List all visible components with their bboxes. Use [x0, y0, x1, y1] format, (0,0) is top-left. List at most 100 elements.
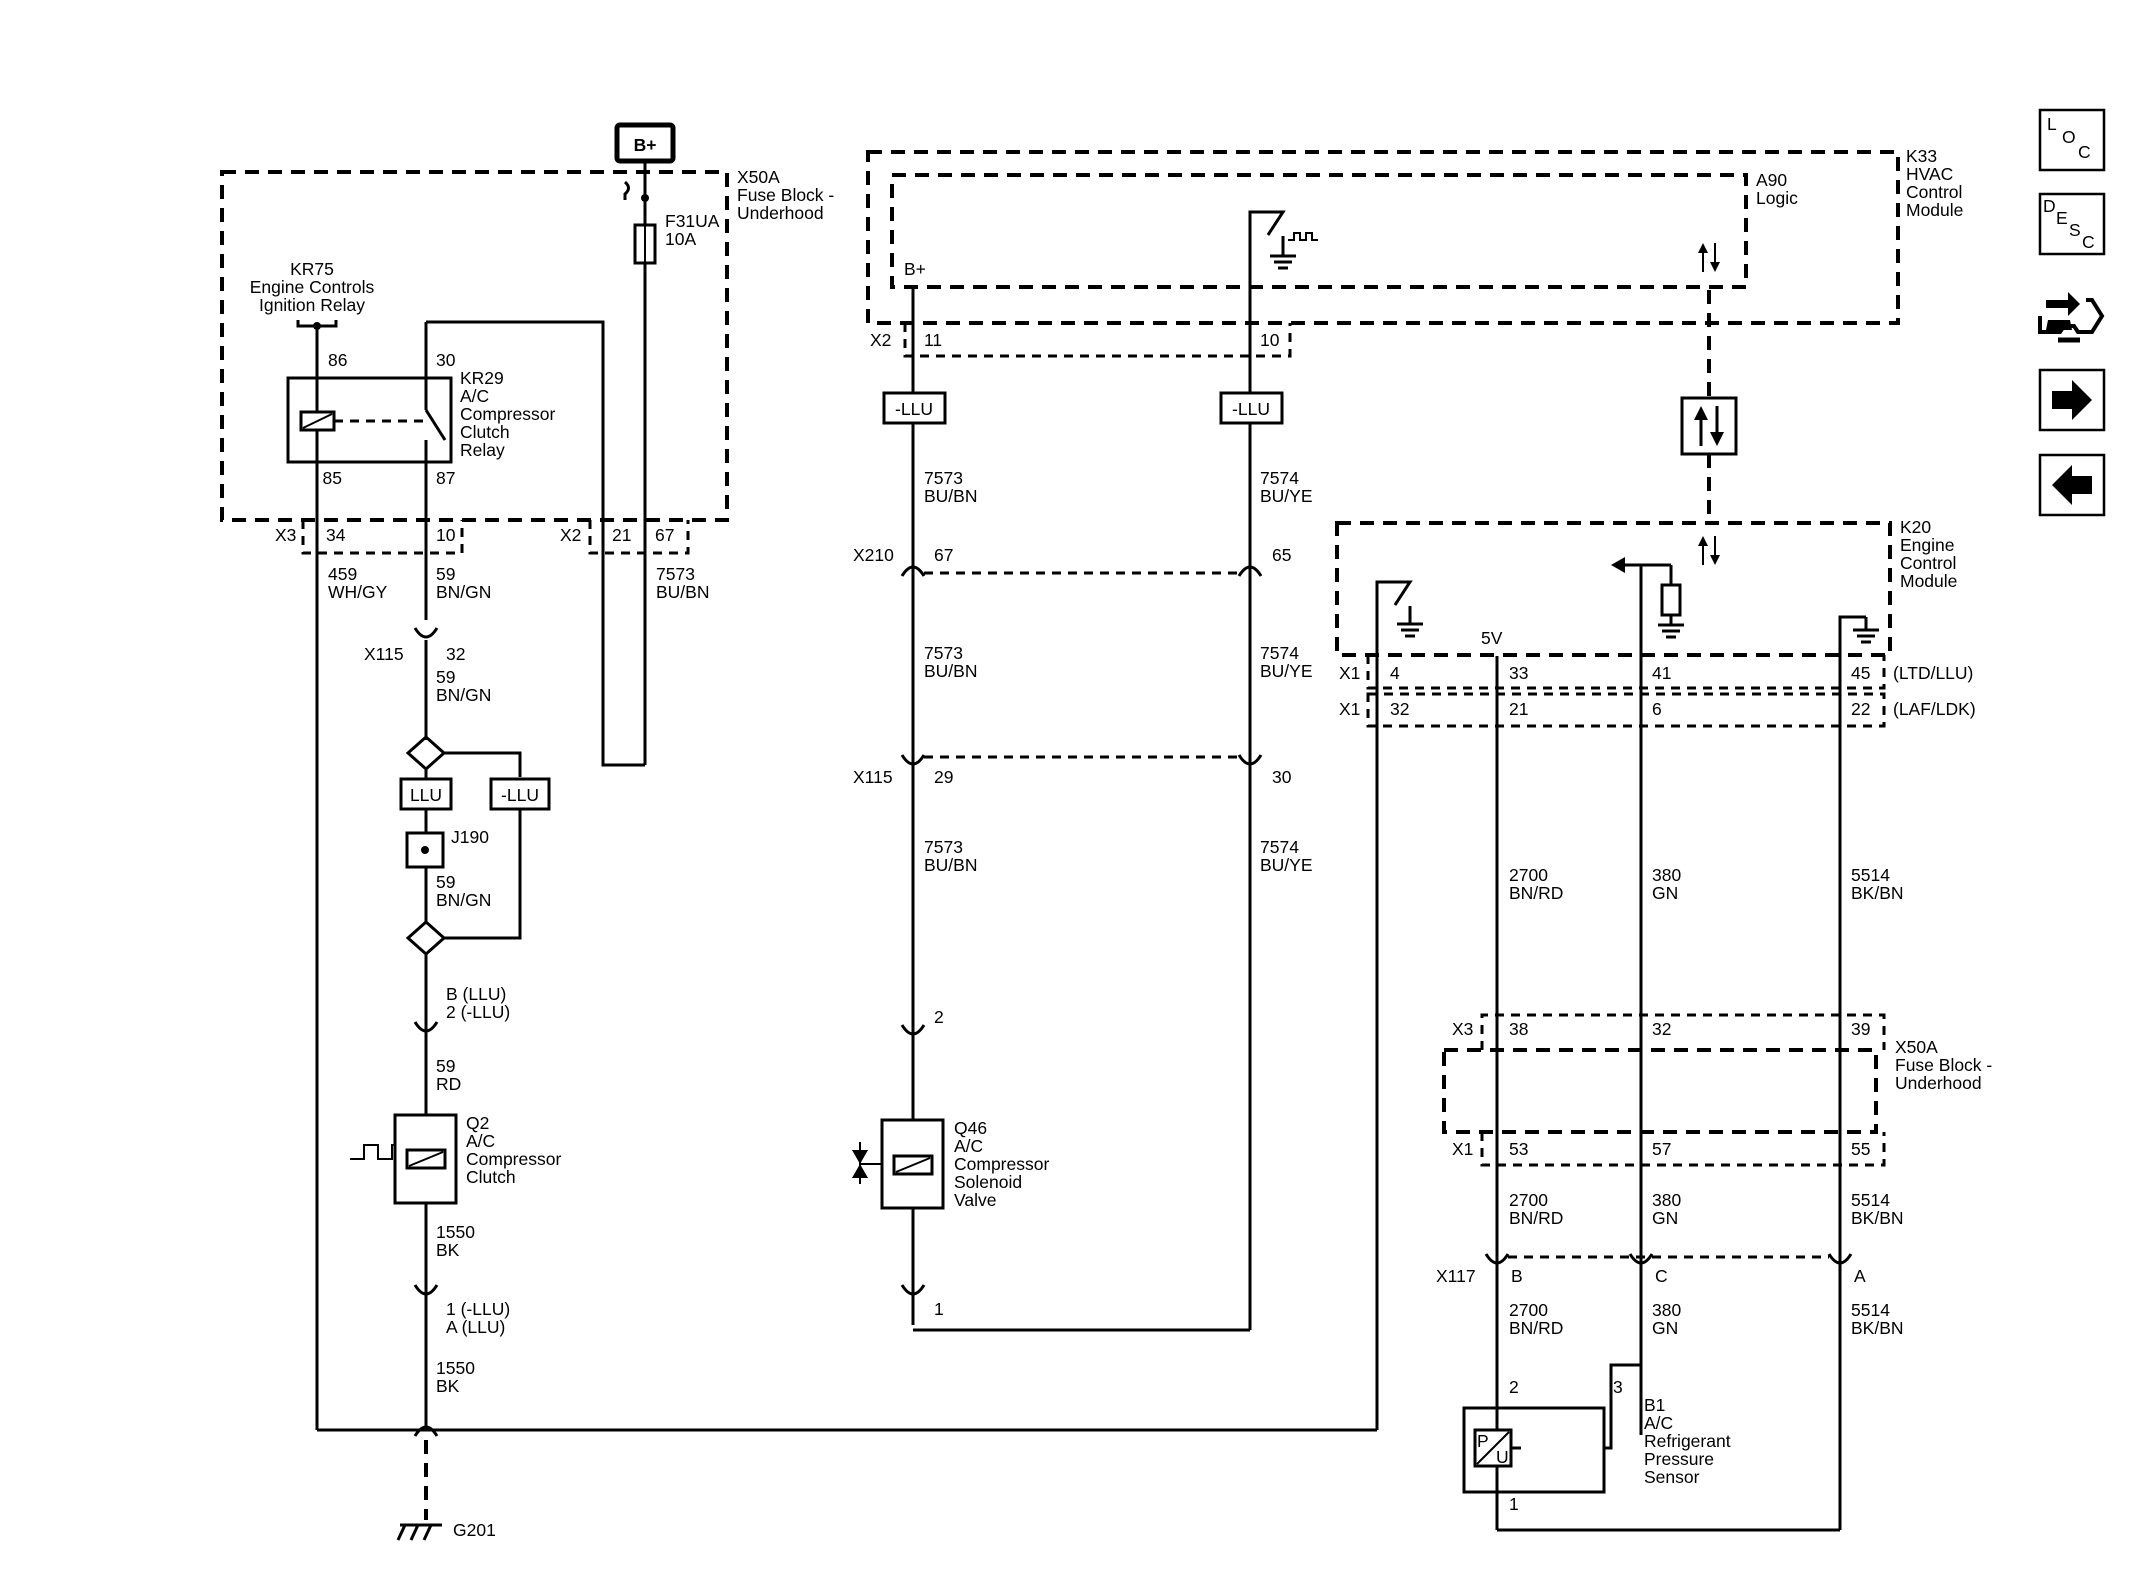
q2-compressor-clutch: Q2 A/C Compressor Clutch 1550 BK 1 (-LLU…: [350, 1113, 561, 1430]
relay-kr29: 85 30 87 KR29 A/C Compressor Clutch Rela…: [286, 322, 555, 488]
x117-p3: A: [1854, 1266, 1866, 1286]
arrow-left-icon[interactable]: [2038, 453, 2106, 517]
wire-59a-num: 59: [436, 564, 455, 584]
w7573-1-color: BU/BN: [924, 486, 977, 506]
w7574-2-num: 7574: [1260, 643, 1299, 663]
b1-sym-p: P: [1477, 1431, 1489, 1451]
q46-l3: Solenoid: [954, 1172, 1022, 1192]
loc-button[interactable]: L O C: [2038, 108, 2106, 172]
q46-solenoid-valve: 2 Q46 A/C Compressor Solenoid Valve 1: [852, 1007, 1049, 1319]
q46-conn-top: 2: [934, 1007, 944, 1027]
x1b-name: X1: [1339, 699, 1360, 719]
x2-left-name: X2: [560, 525, 581, 545]
desc-c1: D: [2043, 196, 2056, 216]
x1b-p1: 32: [1390, 699, 1409, 719]
x3-left-name: X3: [275, 525, 296, 545]
wire-7573-top-color: BU/BN: [656, 582, 709, 602]
x2-left-p1: 21: [612, 525, 631, 545]
x50ar-name: X50A: [1895, 1037, 1938, 1057]
b1-pressure-sensor: P U 2 3 1 B1 A/C Refrigerant Pressure Se…: [1462, 1363, 1840, 1532]
w2700-3-color: BN/RD: [1509, 1318, 1563, 1338]
kr29-pin87: 87: [436, 468, 455, 488]
w5514-3-color: BK/BN: [1851, 1318, 1904, 1338]
x1b-p3: 6: [1652, 699, 1662, 719]
connector-x117: X117 B C A: [1436, 1253, 1866, 1286]
x3r-name: X3: [1452, 1019, 1473, 1039]
q2-conn2-l1: 1 (-LLU): [446, 1299, 510, 1319]
q2-l2: Compressor: [466, 1149, 561, 1169]
x50a-desc2: Underhood: [737, 203, 824, 223]
x3r-p2: 32: [1652, 1019, 1671, 1039]
ground-g201: G201: [317, 1425, 1377, 1541]
w380-2-num: 380: [1652, 1190, 1681, 1210]
w5514-3-num: 5514: [1851, 1300, 1890, 1320]
arrow-right-icon[interactable]: [2038, 368, 2106, 432]
x2-mid-p1: 11: [924, 330, 942, 350]
a90-name: A90: [1756, 170, 1787, 190]
b1-p3: 3: [1613, 1377, 1623, 1397]
x1r-p1: 53: [1509, 1139, 1528, 1159]
connector-x115-left: X115 32 59 BN/GN: [364, 627, 491, 740]
q2-l1: A/C: [466, 1131, 495, 1151]
loc-c2: O: [2062, 127, 2076, 147]
serial-data-link: [1680, 243, 1738, 565]
x50a-desc1: Fuse Block -: [737, 185, 834, 205]
wire-459-color: WH/GY: [328, 582, 388, 602]
q2-conn-l1: B (LLU): [446, 984, 506, 1004]
k20-engine-control-module-outline: K20 Engine Control Module 5V: [1335, 517, 1957, 657]
b1-p1: 1: [1509, 1494, 1519, 1514]
connector-tool-icon[interactable]: [2038, 292, 2105, 343]
k33-hvac-module-outline: K33 HVAC Control Module A90 Logic B+: [866, 146, 1963, 325]
k20-l3: Module: [1900, 571, 1957, 591]
desc-button[interactable]: D E S C: [2038, 192, 2106, 256]
w7573-2-num: 7573: [924, 643, 963, 663]
q46-conn-bottom: 1: [934, 1299, 944, 1319]
kr29-name: KR29: [460, 368, 504, 388]
x1a-p3: 41: [1652, 663, 1671, 683]
llu-option-branch: LLU -LLU J190 59 BN/GN: [399, 734, 551, 1115]
b1-l3: Pressure: [1644, 1449, 1714, 1469]
fuse-name: F31UA: [665, 211, 720, 231]
x115-left-pin: 32: [446, 644, 465, 664]
connector-x3-left: X3 34 10: [275, 520, 464, 555]
x1r-p3: 55: [1851, 1139, 1870, 1159]
w380-1-num: 380: [1652, 865, 1681, 885]
w7574-2-color: BU/YE: [1260, 661, 1313, 681]
b1-l4: Sensor: [1644, 1467, 1700, 1487]
w7573-3-num: 7573: [924, 837, 963, 857]
x50a-fuse-block-outline: X50A Fuse Block - Underhood: [220, 167, 834, 522]
x50a-name: X50A: [737, 167, 780, 187]
k33-l1: HVAC: [1906, 164, 1953, 184]
connector-x2-left: X2 21 67: [560, 520, 690, 555]
x1a-note: (LTD/LLU): [1893, 663, 1973, 683]
w5514-1-color: BK/BN: [1851, 883, 1904, 903]
b1-name: B1: [1644, 1395, 1665, 1415]
mid-llu-b: -LLU: [1232, 399, 1270, 419]
x117-p1: B: [1511, 1266, 1523, 1286]
x2-mid-p2: 10: [1260, 330, 1280, 350]
q46-l2: Compressor: [954, 1154, 1049, 1174]
connector-x1-right: X1 53 57 55: [1452, 1132, 1886, 1167]
loc-c1: L: [2047, 114, 2057, 134]
q2-name: Q2: [466, 1113, 489, 1133]
x2-mid-name: X2: [870, 330, 891, 350]
wire-1550b-num: 1550: [436, 1358, 475, 1378]
wire-59b-num: 59: [436, 667, 455, 687]
x1b-p4: 22: [1851, 699, 1870, 719]
wire-59rd-num: 59: [436, 1056, 455, 1076]
x1a-p4: 45: [1851, 663, 1870, 683]
x210-p2: 65: [1272, 545, 1291, 565]
x1a-p1: 4: [1390, 663, 1400, 683]
k33-name: K33: [1906, 146, 1937, 166]
w7574-1-num: 7574: [1260, 468, 1299, 488]
x210-p1: 67: [934, 545, 953, 565]
w7573-3-color: BU/BN: [924, 855, 977, 875]
x1b-note: (LAF/LDK): [1893, 699, 1976, 719]
w2700-1-num: 2700: [1509, 865, 1548, 885]
k20-name: K20: [1900, 517, 1931, 537]
kr29-l2: Compressor: [460, 404, 555, 424]
x1a-p2: 33: [1509, 663, 1528, 683]
j190-name: J190: [451, 827, 489, 847]
hvac-ground-switch: [1248, 210, 1318, 340]
